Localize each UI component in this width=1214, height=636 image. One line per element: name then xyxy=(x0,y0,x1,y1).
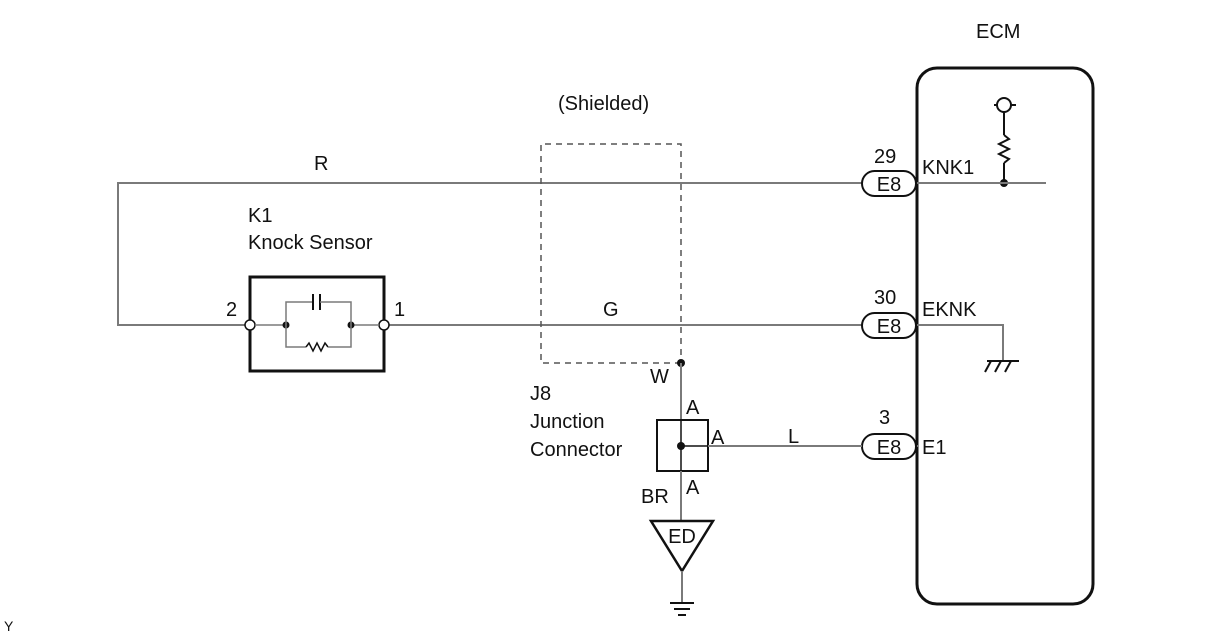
junction-code: J8 xyxy=(530,383,551,405)
pin30-number: 30 xyxy=(874,287,896,309)
junction-pin-top: A xyxy=(686,397,700,419)
ecm-internal-ground-icon xyxy=(917,324,1019,373)
connector-e8-pin30-label: E8 xyxy=(877,316,901,338)
ground-point-icon xyxy=(648,519,716,574)
junction-line1: Junction xyxy=(530,411,605,433)
connector-e8-pin29: E8 xyxy=(861,170,917,197)
pin3-number: 3 xyxy=(879,407,890,429)
connector-e8-pin3-label: E8 xyxy=(877,437,901,459)
ecm-title: ECM xyxy=(976,21,1020,43)
knock-sensor-code: K1 xyxy=(248,205,272,227)
knock-sensor-pin2-label: 2 xyxy=(226,299,237,321)
junction-node xyxy=(677,442,685,450)
ecm-pullup-resistor xyxy=(994,97,1016,187)
knock-sensor-pin1-terminal xyxy=(378,319,390,331)
wire-br-label: BR xyxy=(641,486,669,508)
knock-sensor-body xyxy=(248,275,386,373)
pin3-signal: E1 xyxy=(922,437,946,459)
connector-e8-pin29-label: E8 xyxy=(877,174,901,196)
junction-pin-right: A xyxy=(711,427,725,449)
knock-sensor-pin2-terminal xyxy=(244,319,256,331)
connector-e8-pin30: E8 xyxy=(861,312,917,339)
resistor-icon xyxy=(305,341,329,353)
pin29-number: 29 xyxy=(874,146,896,168)
ground-point-label: ED xyxy=(668,526,696,548)
shield-label: (Shielded) xyxy=(558,93,649,115)
wire-r xyxy=(117,182,862,326)
wire-g-label: G xyxy=(603,299,619,321)
junction-pin-bottom: A xyxy=(686,477,700,499)
ecm-box xyxy=(915,66,1095,606)
junction-line2: Connector xyxy=(530,439,623,461)
shield-outline xyxy=(540,143,682,364)
corner-mark: Y xyxy=(4,618,14,634)
wire-w-label: W xyxy=(650,366,669,388)
knock-sensor xyxy=(244,275,390,373)
knock-sensor-pin1-label: 1 xyxy=(394,299,405,321)
pin30-signal: EKNK xyxy=(922,299,977,321)
chassis-ground-icon xyxy=(670,571,694,616)
knock-sensor-name: Knock Sensor xyxy=(248,232,373,254)
connector-e8-pin3: E8 xyxy=(861,433,917,460)
pin29-signal: KNK1 xyxy=(922,157,974,179)
wire-l-label: L xyxy=(788,426,799,448)
wire-r-label: R xyxy=(314,153,328,175)
